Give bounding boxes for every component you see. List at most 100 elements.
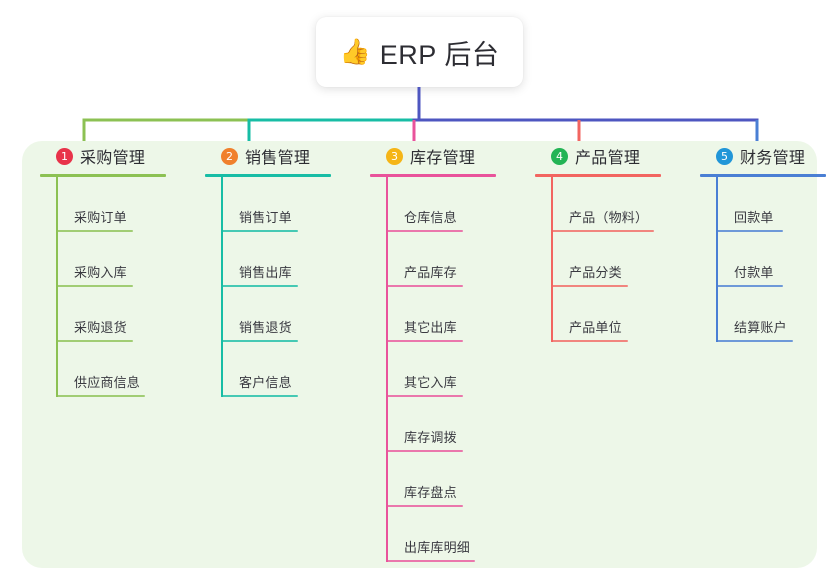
branch-underline <box>700 174 826 177</box>
branch-header-5[interactable]: 5 财务管理 <box>700 141 839 171</box>
branch-item[interactable]: 采购订单 <box>56 177 200 232</box>
branch-item-underline <box>57 285 133 287</box>
branch-number-badge: 4 <box>551 147 568 165</box>
branch-item[interactable]: 回款单 <box>716 177 839 232</box>
branch-item-underline <box>222 285 298 287</box>
branch-title: 产品管理 <box>575 150 641 167</box>
branch-number-badge: 5 <box>716 147 733 165</box>
branch-number-badge: 2 <box>221 147 238 165</box>
branch-item-list: 采购订单采购入库采购退货供应商信息 <box>40 177 200 397</box>
branch-item-underline <box>222 395 298 397</box>
branch-column-3: 3 库存管理仓库信息产品库存其它出库其它入库库存调拨库存盘点出库库明细 <box>370 141 530 562</box>
branch-item-label: 回款单 <box>734 210 774 225</box>
branch-item-label: 供应商信息 <box>74 375 141 390</box>
branch-item[interactable]: 付款单 <box>716 232 839 287</box>
branch-item[interactable]: 销售出库 <box>221 232 365 287</box>
root-node[interactable]: 👍 ERP 后台 <box>316 17 523 87</box>
branch-item[interactable]: 库存盘点 <box>386 452 530 507</box>
branch-item-underline <box>387 395 463 397</box>
branch-item-underline <box>222 340 298 342</box>
branch-item-underline <box>387 340 463 342</box>
branch-column-2: 2 销售管理销售订单销售出库销售退货客户信息 <box>205 141 365 397</box>
branch-item[interactable]: 供应商信息 <box>56 342 200 397</box>
branch-item[interactable]: 出库库明细 <box>386 507 530 562</box>
branch-item-underline <box>57 395 145 397</box>
branch-item-underline <box>387 505 463 507</box>
branch-item-label: 库存盘点 <box>404 485 457 500</box>
branch-item[interactable]: 采购退货 <box>56 287 200 342</box>
branch-number-badge: 3 <box>386 147 403 165</box>
branch-item-underline <box>387 285 463 287</box>
branch-item-list: 产品（物料） 产品分类产品单位 <box>535 177 700 342</box>
branch-item-label: 采购入库 <box>74 265 127 280</box>
branch-item-label: 产品分类 <box>569 265 622 280</box>
branch-item[interactable]: 仓库信息 <box>386 177 530 232</box>
branch-column-1: 1 采购管理采购订单采购入库采购退货供应商信息 <box>40 141 200 397</box>
branch-item[interactable]: 销售订单 <box>221 177 365 232</box>
branch-item-underline <box>717 285 783 287</box>
branch-title: 财务管理 <box>740 150 806 167</box>
branch-item-underline <box>57 340 133 342</box>
branch-item[interactable]: 库存调拨 <box>386 397 530 452</box>
branch-spine <box>56 177 58 397</box>
branch-item-underline <box>717 230 783 232</box>
branch-item-label: 付款单 <box>734 265 774 280</box>
branch-item[interactable]: 产品（物料） <box>551 177 700 232</box>
branch-item-label: 采购退货 <box>74 320 127 335</box>
branch-item[interactable]: 采购入库 <box>56 232 200 287</box>
branch-item-underline <box>387 230 463 232</box>
branch-item-list: 销售订单销售出库销售退货客户信息 <box>205 177 365 397</box>
branch-item[interactable]: 结算账户 <box>716 287 839 342</box>
root-node-content: 👍 ERP 后台 <box>340 33 500 72</box>
branch-item-underline <box>717 340 793 342</box>
branch-item-label: 仓库信息 <box>404 210 457 225</box>
branch-item-underline <box>387 450 463 452</box>
branch-item[interactable]: 产品库存 <box>386 232 530 287</box>
branch-item-label: 采购订单 <box>74 210 127 225</box>
thumbs-up-icon: 👍 <box>339 37 371 66</box>
root-node-title: ERP 后台 <box>379 39 500 70</box>
branch-item-underline <box>552 340 628 342</box>
branch-header-1[interactable]: 1 采购管理 <box>40 141 200 171</box>
branch-item-underline <box>552 230 654 232</box>
branch-item[interactable]: 其它出库 <box>386 287 530 342</box>
branch-item-label: 销售出库 <box>239 265 292 280</box>
branch-item-label: 产品（物料） <box>569 210 649 225</box>
branch-number-badge: 1 <box>56 147 73 165</box>
branch-spine <box>221 177 223 397</box>
branch-title: 采购管理 <box>80 150 146 167</box>
branch-item-underline <box>387 560 475 562</box>
branch-item[interactable]: 客户信息 <box>221 342 365 397</box>
branch-item[interactable]: 产品单位 <box>551 287 700 342</box>
branch-column-4: 4 产品管理产品（物料） 产品分类产品单位 <box>535 141 700 342</box>
branch-item-list: 仓库信息产品库存其它出库其它入库库存调拨库存盘点出库库明细 <box>370 177 530 562</box>
branch-item-label: 产品库存 <box>404 265 457 280</box>
branches-panel <box>22 141 817 568</box>
branch-item-label: 结算账户 <box>734 320 787 335</box>
branch-header-4[interactable]: 4 产品管理 <box>535 141 700 171</box>
branch-underline <box>535 174 661 177</box>
branch-title: 销售管理 <box>245 150 311 167</box>
branch-column-5: 5 财务管理回款单付款单结算账户 <box>700 141 839 342</box>
branch-item-label: 其它出库 <box>404 320 457 335</box>
branch-columns: 1 采购管理采购订单采购入库采购退货供应商信息 2 销售管理销售订单销售出库销售退货客… <box>22 141 826 568</box>
branch-header-3[interactable]: 3 库存管理 <box>370 141 530 171</box>
branch-header-2[interactable]: 2 销售管理 <box>205 141 365 171</box>
branch-item-label: 产品单位 <box>569 320 622 335</box>
branch-title: 库存管理 <box>410 150 476 167</box>
branch-item[interactable]: 产品分类 <box>551 232 700 287</box>
branch-item-label: 销售订单 <box>239 210 292 225</box>
branch-spine <box>551 177 553 342</box>
branch-item-underline <box>222 230 298 232</box>
branch-underline <box>205 174 331 177</box>
branch-spine <box>386 177 388 562</box>
branch-item[interactable]: 销售退货 <box>221 287 365 342</box>
branch-item-list: 回款单付款单结算账户 <box>700 177 839 342</box>
branch-spine <box>716 177 718 342</box>
branch-item[interactable]: 其它入库 <box>386 342 530 397</box>
branch-underline <box>370 174 496 177</box>
branch-item-label: 客户信息 <box>239 375 292 390</box>
branch-item-label: 出库库明细 <box>404 540 471 555</box>
branch-underline <box>40 174 166 177</box>
